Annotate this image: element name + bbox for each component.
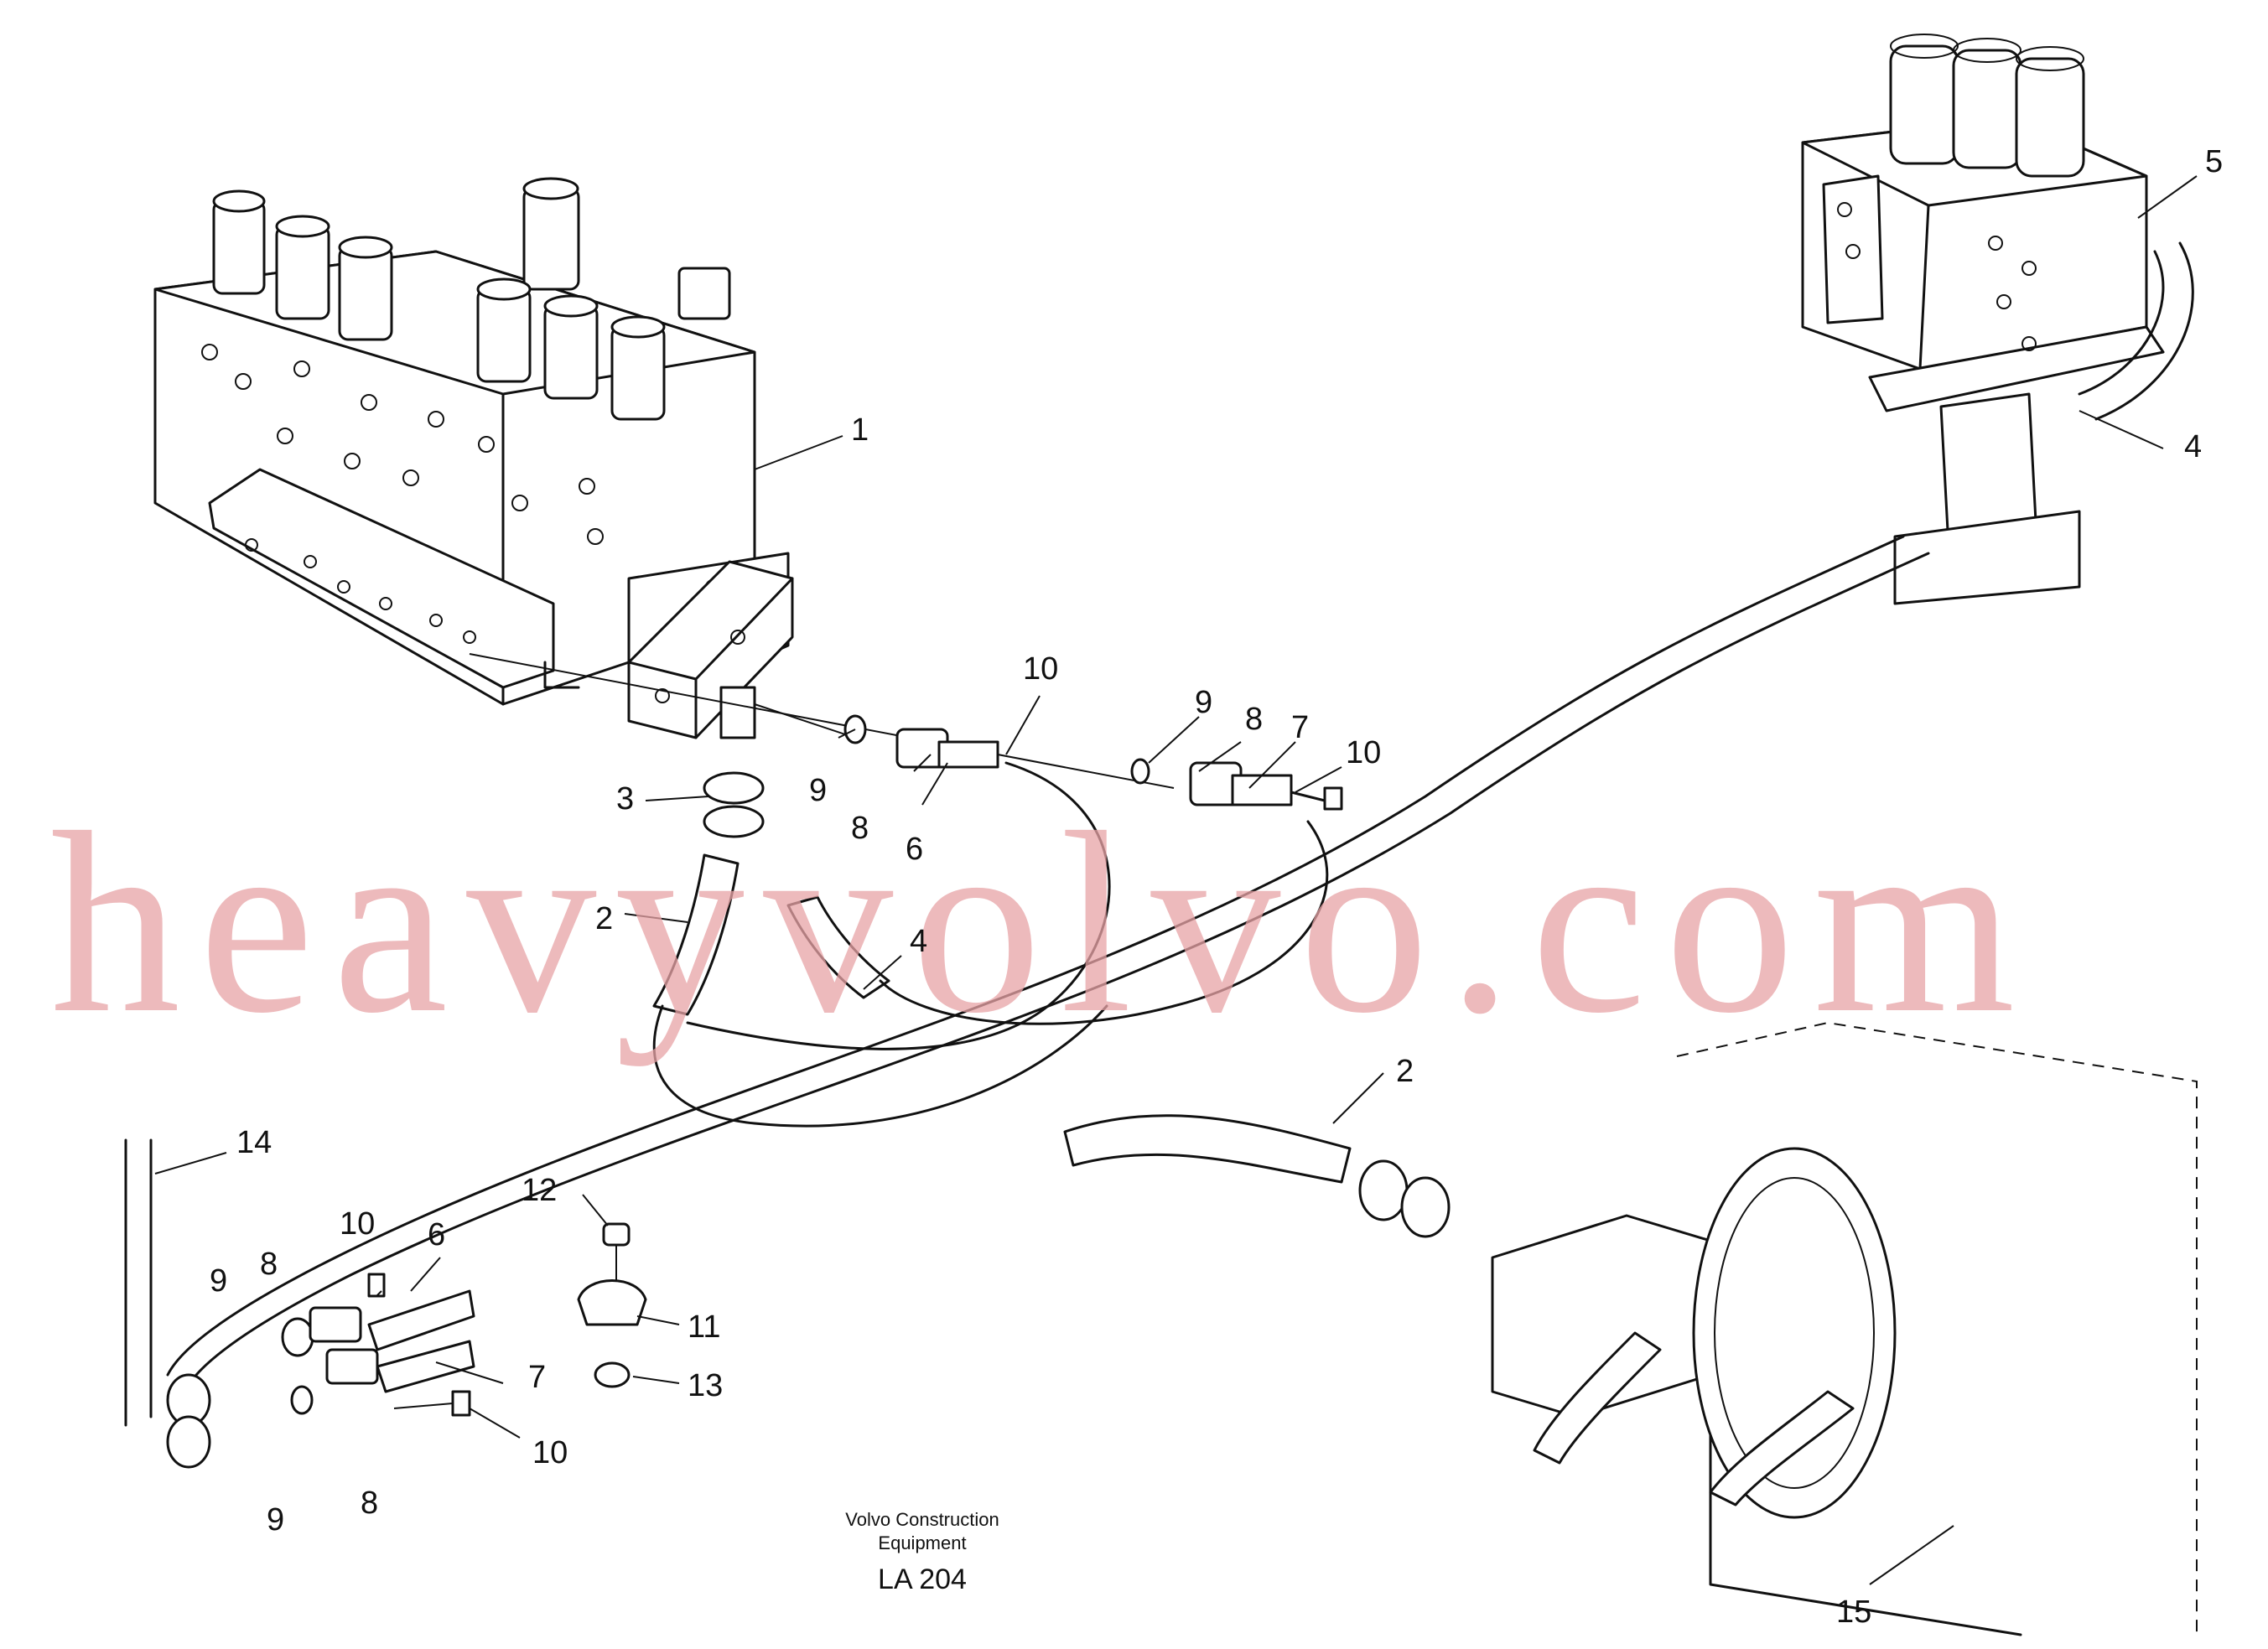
callout-5: 5 — [2205, 144, 2223, 179]
callout-6-lower: 6 — [428, 1217, 445, 1252]
callout-13: 13 — [688, 1368, 723, 1403]
footer-code: LA 204 — [878, 1563, 967, 1595]
callout-9-upper-right: 9 — [1195, 685, 1212, 720]
callout-6-upper: 6 — [906, 832, 923, 867]
footer-company-line1: Volvo Construction — [845, 1509, 999, 1530]
callout-7-upper: 7 — [1291, 710, 1309, 745]
callout-14: 14 — [236, 1125, 272, 1160]
footer: Volvo Construction Equipment LA 204 — [845, 1509, 999, 1595]
pump-housing — [1491, 1021, 2198, 1636]
callout-4-right: 4 — [2184, 429, 2202, 464]
callout-8-upper-left: 8 — [851, 811, 869, 846]
callout-10-upper-right: 10 — [1346, 735, 1381, 770]
callout-10-upper-left: 10 — [1023, 651, 1058, 687]
callout-8-upper-right: 8 — [1245, 702, 1263, 737]
callout-2-upper: 2 — [595, 901, 613, 936]
leader-lines — [154, 175, 2198, 1585]
callout-8-lower-top: 8 — [260, 1247, 278, 1282]
fittings — [124, 714, 1451, 1469]
callout-4-mid: 4 — [910, 924, 927, 959]
callout-12: 12 — [522, 1173, 557, 1208]
callout-8-lower-bottom: 8 — [361, 1486, 378, 1521]
callout-10-lower-bottom: 10 — [532, 1435, 568, 1470]
main-control-valve — [153, 177, 790, 706]
pilot-valve-unit — [1801, 34, 2165, 605]
adapter-block — [627, 560, 794, 739]
callout-10-lower-top: 10 — [340, 1206, 375, 1242]
callout-7-lower: 7 — [528, 1360, 546, 1395]
callout-9-lower-bottom: 9 — [267, 1502, 284, 1538]
callout-9-upper-left: 9 — [809, 773, 827, 808]
callout-11: 11 — [688, 1309, 720, 1345]
callout-15: 15 — [1836, 1595, 1871, 1630]
hoses — [166, 241, 2194, 1393]
footer-company-line2: Equipment — [878, 1532, 966, 1553]
callouts: 1 2 2 3 4 4 5 6 6 7 7 8 8 8 8 9 9 9 9 10… — [210, 144, 2223, 1630]
callout-3: 3 — [616, 781, 634, 817]
watermark-text: heavyvolvo.com — [50, 780, 2034, 1067]
callout-9-lower-top: 9 — [210, 1263, 227, 1299]
callout-1: 1 — [851, 412, 869, 448]
callout-2-lower: 2 — [1396, 1054, 1414, 1089]
